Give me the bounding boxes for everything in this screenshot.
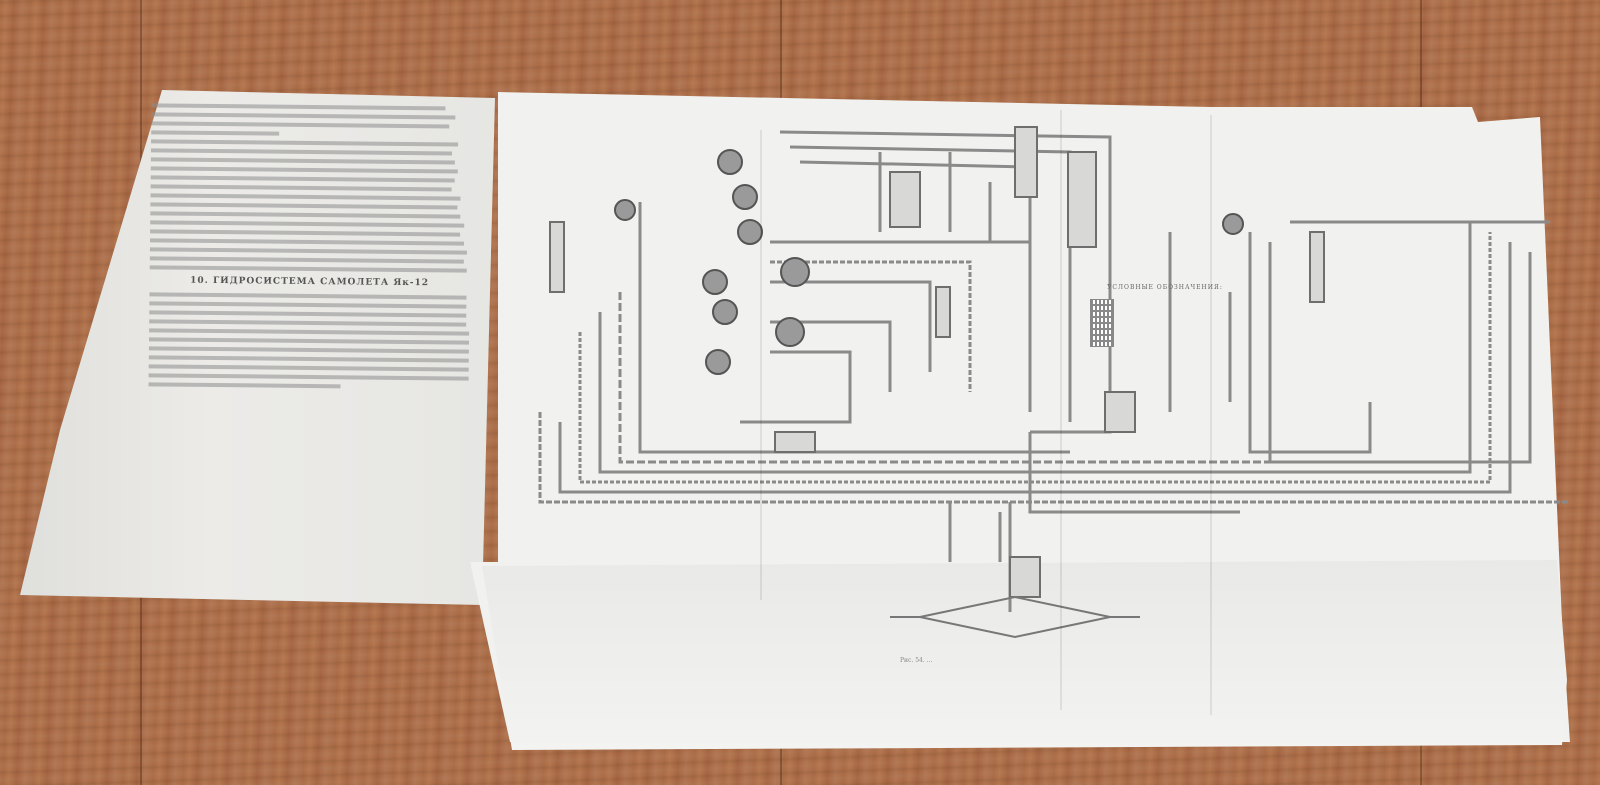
figure-caption: Рис. 54. ... xyxy=(900,657,933,664)
legend-row xyxy=(1090,305,1240,311)
fold-line xyxy=(1210,115,1212,715)
legend-row xyxy=(1090,335,1240,341)
hydraulic-schematic-diagram xyxy=(538,126,1570,639)
legend-row xyxy=(1090,341,1240,347)
diagram-legend: УСЛОВНЫЕ ОБОЗНАЧЕНИЯ: xyxy=(1090,283,1240,347)
legend-title: УСЛОВНЫЕ ОБОЗНАЧЕНИЯ: xyxy=(1107,284,1223,291)
fold-line xyxy=(760,130,762,600)
left-page-text: 10. ГИДРОСИСТЕМА САМОЛЕТА Як-12 xyxy=(148,98,471,392)
legend-row xyxy=(1090,311,1240,317)
legend-row xyxy=(1090,329,1240,335)
legend-row xyxy=(1090,317,1240,323)
legend-row xyxy=(1090,299,1240,305)
legend-row xyxy=(1090,323,1240,329)
fold-line xyxy=(1060,110,1062,710)
section-heading: 10. ГИДРОСИСТЕМА САМОЛЕТА Як-12 xyxy=(190,275,430,289)
